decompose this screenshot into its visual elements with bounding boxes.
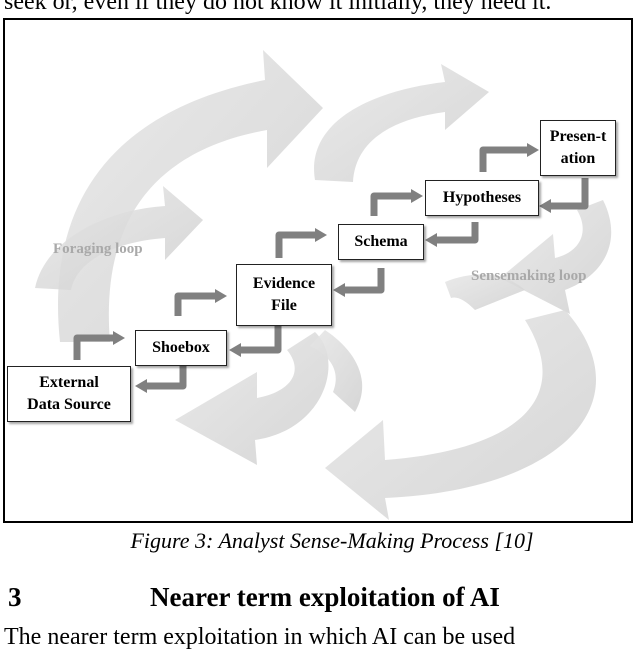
- sensemaking-upper-arrow: [500, 200, 612, 314]
- box-presentation: Presen-tation: [540, 120, 616, 176]
- foraging-inner-arrow: [35, 186, 203, 290]
- box-evidence-label: Evidence File: [252, 275, 316, 314]
- box-evidence-file: Evidence File: [236, 264, 332, 326]
- box-shoebox: Shoebox: [135, 330, 227, 366]
- step-arrow-ext-to-shoebox: [73, 334, 113, 360]
- step-arrow-shoebox-to-ext: [147, 364, 187, 390]
- step-arrow-hyp-to-schema: [437, 222, 479, 244]
- figure-caption: Figure 3: Analyst Sense-Making Process […: [130, 528, 534, 553]
- sensemaking-mid-arrow: [445, 274, 525, 310]
- foraging-upper-right-arrow: [314, 64, 489, 182]
- step-arrows: [73, 146, 589, 390]
- step-arrow-schema-to-hypotheses: [370, 192, 411, 216]
- sensemaking-bottom-left-arrow: [310, 330, 363, 412]
- box-external-data-source: External Data Source: [7, 366, 131, 422]
- page-text-fragment-bottom: The nearer term exploitation in which AI…: [4, 624, 516, 650]
- step-arrow-evidence-to-schema: [275, 231, 315, 258]
- sensemaking-loop-label: Sensemaking loop: [471, 268, 587, 284]
- box-external-label: External Data Source: [27, 374, 111, 413]
- box-hypotheses-label: Hypotheses: [442, 189, 522, 206]
- step-arrow-presentation-to-hyp: [551, 178, 589, 210]
- sensemaking-diagram: [35, 50, 612, 520]
- box-presentation-label: Presen-tation: [549, 128, 607, 167]
- page-text-fragment-top: seek or, even if they do not know it ini…: [4, 0, 552, 15]
- box-schema-label: Schema: [354, 233, 408, 250]
- step-arrowheads: [113, 143, 551, 393]
- box-hypotheses: Hypotheses: [425, 180, 539, 216]
- box-schema: Schema: [338, 224, 424, 260]
- foraging-return-arrow: [175, 332, 329, 465]
- step-arrow-shoebox-to-evidence: [174, 292, 215, 316]
- step-arrow-hyp-to-presentation: [479, 146, 527, 172]
- step-arrow-evidence-to-shoebox: [241, 326, 282, 354]
- step-arrow-schema-to-evidence: [345, 268, 385, 294]
- foraging-loop-label: Foraging loop: [53, 241, 143, 257]
- figure-frame: External Data Source Shoebox Evidence Fi…: [3, 18, 633, 523]
- section-title: Nearer term exploitation of AI: [150, 582, 500, 612]
- section-number: 3: [8, 582, 22, 612]
- box-shoebox-label: Shoebox: [152, 339, 210, 356]
- foraging-outer-arrow: [58, 50, 323, 342]
- sensemaking-lower-arrow: [325, 310, 597, 520]
